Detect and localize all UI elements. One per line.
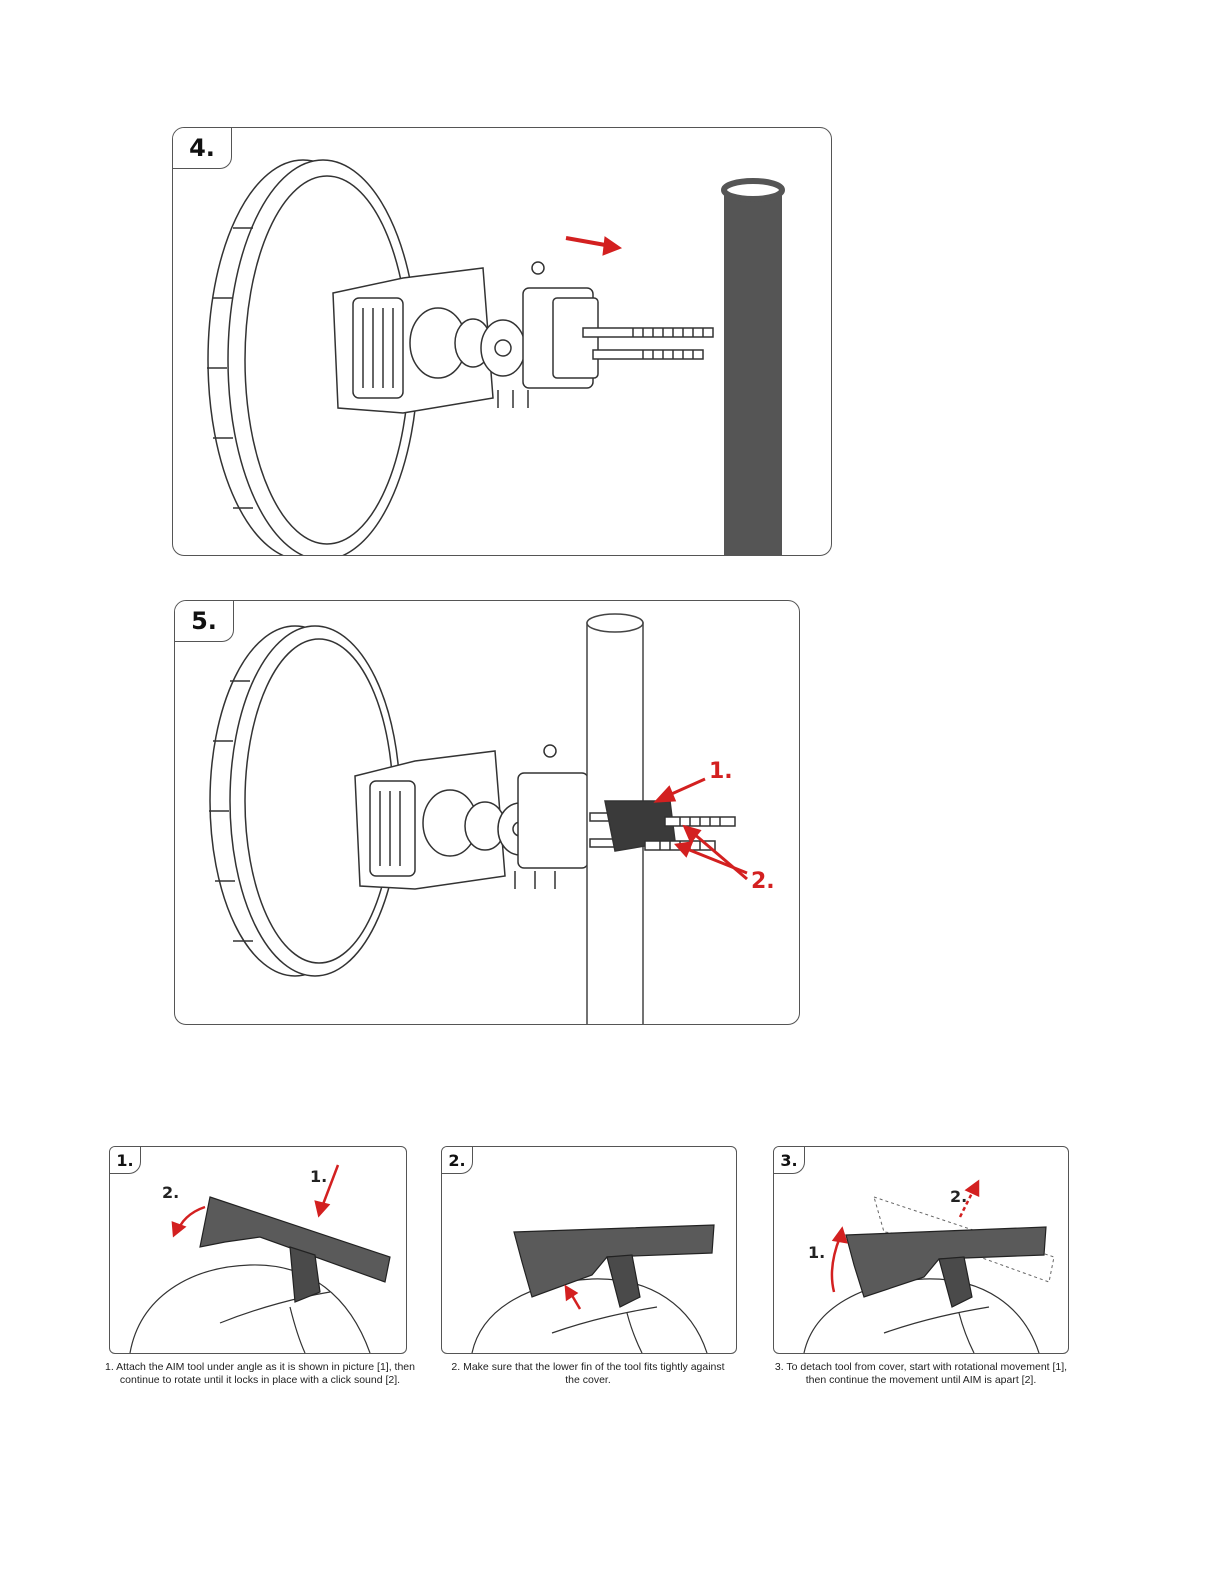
caption-line: the cover.: [565, 1374, 611, 1386]
step-4-panel: 4.: [172, 127, 832, 556]
aim-tool: [845, 1226, 1047, 1308]
aim-step-2-label: 2.: [442, 1147, 473, 1174]
move-right-arrow: [565, 236, 623, 256]
dish-cover: [803, 1278, 1040, 1353]
callout-2: 2.: [751, 869, 775, 894]
dish-antenna: [207, 159, 419, 555]
aim-step-3-caption: 3. To detach tool from cover, start with…: [763, 1361, 1079, 1387]
aim-tool: [199, 1196, 391, 1303]
caption-line: 1. Attach the AIM tool under angle as it…: [105, 1361, 415, 1373]
aim-step-1-label: 1.: [110, 1147, 141, 1174]
mount-bolts: [582, 327, 714, 360]
aim-step-2-panel: 2.: [441, 1146, 737, 1354]
step-4-label: 4.: [173, 128, 232, 169]
caption-line: 2. Make sure that the lower fin of the t…: [451, 1361, 725, 1373]
radio-unit: [332, 261, 599, 414]
caption-line: 3. To detach tool from cover, start with…: [774, 1361, 1068, 1373]
callout-1: 1.: [709, 759, 733, 784]
removal-arrows: [830, 1179, 980, 1293]
dish-antenna: [209, 625, 401, 977]
step-5-label: 5.: [175, 601, 234, 642]
up-arrow: [564, 1284, 582, 1310]
step-5-illustration: [209, 613, 748, 1024]
aim-1-num-1: 1.: [310, 1167, 328, 1186]
aim-step-1-illustration: [129, 1164, 391, 1353]
aim-step-2-caption: 2. Make sure that the lower fin of the t…: [430, 1361, 746, 1387]
step-4-illustration: [207, 159, 785, 555]
aim-1-num-2: 2.: [162, 1183, 180, 1202]
aim-3-num-2: 2.: [950, 1187, 968, 1206]
aim-step-3-label: 3.: [774, 1147, 805, 1174]
caption-line: then continue the movement until AIM is …: [805, 1374, 1037, 1386]
dish-cover: [129, 1264, 371, 1353]
step-5-panel: 5.: [174, 600, 800, 1025]
aim-tool: [513, 1224, 715, 1308]
rotation-arrows: [171, 1164, 340, 1238]
aim-step-3-illustration: [803, 1179, 1055, 1353]
callout-arrows: [653, 777, 748, 881]
aim-step-1-caption: 1. Attach the AIM tool under angle as it…: [100, 1361, 420, 1387]
dish-cover: [471, 1278, 708, 1353]
aim-3-num-1: 1.: [808, 1243, 826, 1262]
caption-line: continue to rotate until it locks in pla…: [119, 1374, 401, 1386]
radio-unit: [354, 744, 589, 890]
aim-step-3-panel: 3. 1. 2.: [773, 1146, 1069, 1354]
aim-step-2-illustration: [471, 1224, 715, 1353]
aim-step-1-panel: 1. 2. 1.: [109, 1146, 407, 1354]
mounting-pole: [721, 178, 785, 555]
pole-clamp: [589, 800, 736, 852]
